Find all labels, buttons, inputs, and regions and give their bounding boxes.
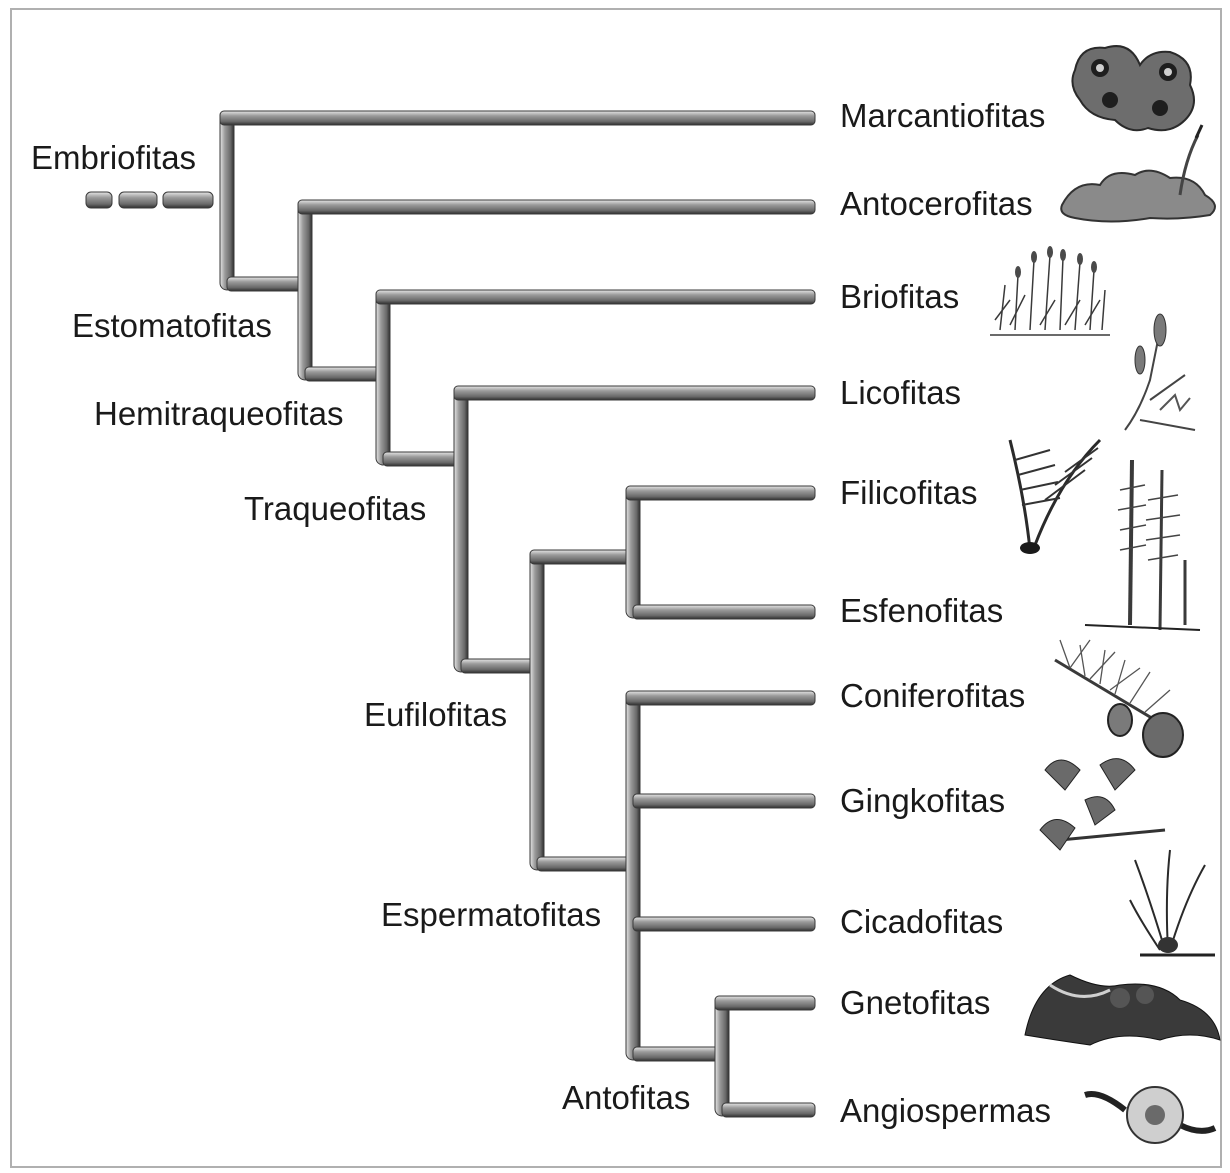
branch-embriofitas-to-estomatofitas bbox=[227, 277, 305, 291]
taxon-licofitas: Licofitas bbox=[840, 374, 961, 411]
clade-traqueofitas: Traqueofitas bbox=[244, 490, 426, 527]
branch-eufilofitas-vertical bbox=[530, 552, 544, 870]
clade-labels: Embriofitas Estomatofitas Hemitraqueofit… bbox=[31, 139, 690, 1116]
liverwort-illustration bbox=[1072, 46, 1194, 130]
ginkgo-leaf-illustration bbox=[1040, 759, 1165, 850]
branch-hemitraqueofitas-to-traqueofitas bbox=[383, 452, 461, 466]
clade-hemitraqueofitas: Hemitraqueofitas bbox=[94, 395, 343, 432]
horsetail-illustration bbox=[1085, 460, 1200, 630]
branch-esfenofitas bbox=[633, 605, 815, 619]
cycad-illustration bbox=[1130, 850, 1215, 955]
taxon-angiospermas: Angiospermas bbox=[840, 1092, 1051, 1129]
taxon-coniferofitas: Coniferofitas bbox=[840, 677, 1025, 714]
branch-group bbox=[86, 111, 815, 1117]
taxon-gnetofitas: Gnetofitas bbox=[840, 984, 990, 1021]
branch-traqueofitas-to-eufilofitas bbox=[461, 659, 537, 673]
branch-espermatofitas-to-antofitas bbox=[633, 1047, 722, 1061]
taxon-gingkofitas: Gingkofitas bbox=[840, 782, 1005, 819]
branch-espermatofitas-vertical bbox=[626, 693, 640, 1060]
clade-embriofitas: Embriofitas bbox=[31, 139, 196, 176]
clade-eufilofitas: Eufilofitas bbox=[364, 696, 507, 733]
branch-eufilofitas-to-ferns bbox=[530, 550, 633, 564]
branch-briofitas bbox=[376, 290, 815, 304]
hornwort-illustration bbox=[1061, 125, 1215, 222]
branch-gnetofitas bbox=[715, 996, 815, 1010]
branch-hemitraqueofitas-vertical bbox=[376, 292, 390, 465]
branch-gingkofitas bbox=[633, 794, 815, 808]
taxon-filicofitas: Filicofitas bbox=[840, 474, 978, 511]
flower-illustration bbox=[1085, 1087, 1215, 1143]
branch-estomatofitas-to-hemitraqueofitas bbox=[305, 367, 383, 381]
taxon-marcantiofitas: Marcantiofitas bbox=[840, 97, 1045, 134]
pine-branch-illustration bbox=[1055, 640, 1183, 757]
diagram-frame bbox=[11, 9, 1221, 1167]
moss-illustration bbox=[990, 246, 1110, 335]
branch-licofitas bbox=[454, 386, 815, 400]
branch-marcantiofitas bbox=[220, 111, 815, 125]
branch-traqueofitas-vertical bbox=[454, 388, 468, 672]
branch-coniferofitas bbox=[626, 691, 815, 705]
branch-antocerofitas bbox=[298, 200, 815, 214]
fern-illustration bbox=[1010, 440, 1100, 554]
branch-antofitas-vertical bbox=[715, 998, 729, 1116]
branch-filicofitas bbox=[626, 486, 815, 500]
clubmoss-illustration bbox=[1125, 314, 1195, 430]
branch-estomatofitas-vertical bbox=[298, 202, 312, 380]
taxon-briofitas: Briofitas bbox=[840, 278, 959, 315]
welwitschia-illustration bbox=[1025, 975, 1220, 1045]
branch-ferns-vertical bbox=[626, 488, 640, 618]
root-stub-2 bbox=[119, 192, 157, 208]
root-stub-1 bbox=[86, 192, 112, 208]
clade-estomatofitas: Estomatofitas bbox=[72, 307, 272, 344]
branch-angiospermas bbox=[722, 1103, 815, 1117]
taxon-esfenofitas: Esfenofitas bbox=[840, 592, 1003, 629]
taxon-labels: Marcantiofitas Antocerofitas Briofitas L… bbox=[840, 97, 1051, 1129]
branch-embriofitas-vertical bbox=[220, 113, 234, 290]
branch-eufilofitas-to-espermatofitas bbox=[537, 857, 633, 871]
taxon-antocerofitas: Antocerofitas bbox=[840, 185, 1033, 222]
root-stub-3 bbox=[163, 192, 213, 208]
clade-espermatofitas: Espermatofitas bbox=[381, 896, 601, 933]
taxon-cicadofitas: Cicadofitas bbox=[840, 903, 1003, 940]
branch-cicadofitas bbox=[633, 917, 815, 931]
clade-antofitas: Antofitas bbox=[562, 1079, 690, 1116]
